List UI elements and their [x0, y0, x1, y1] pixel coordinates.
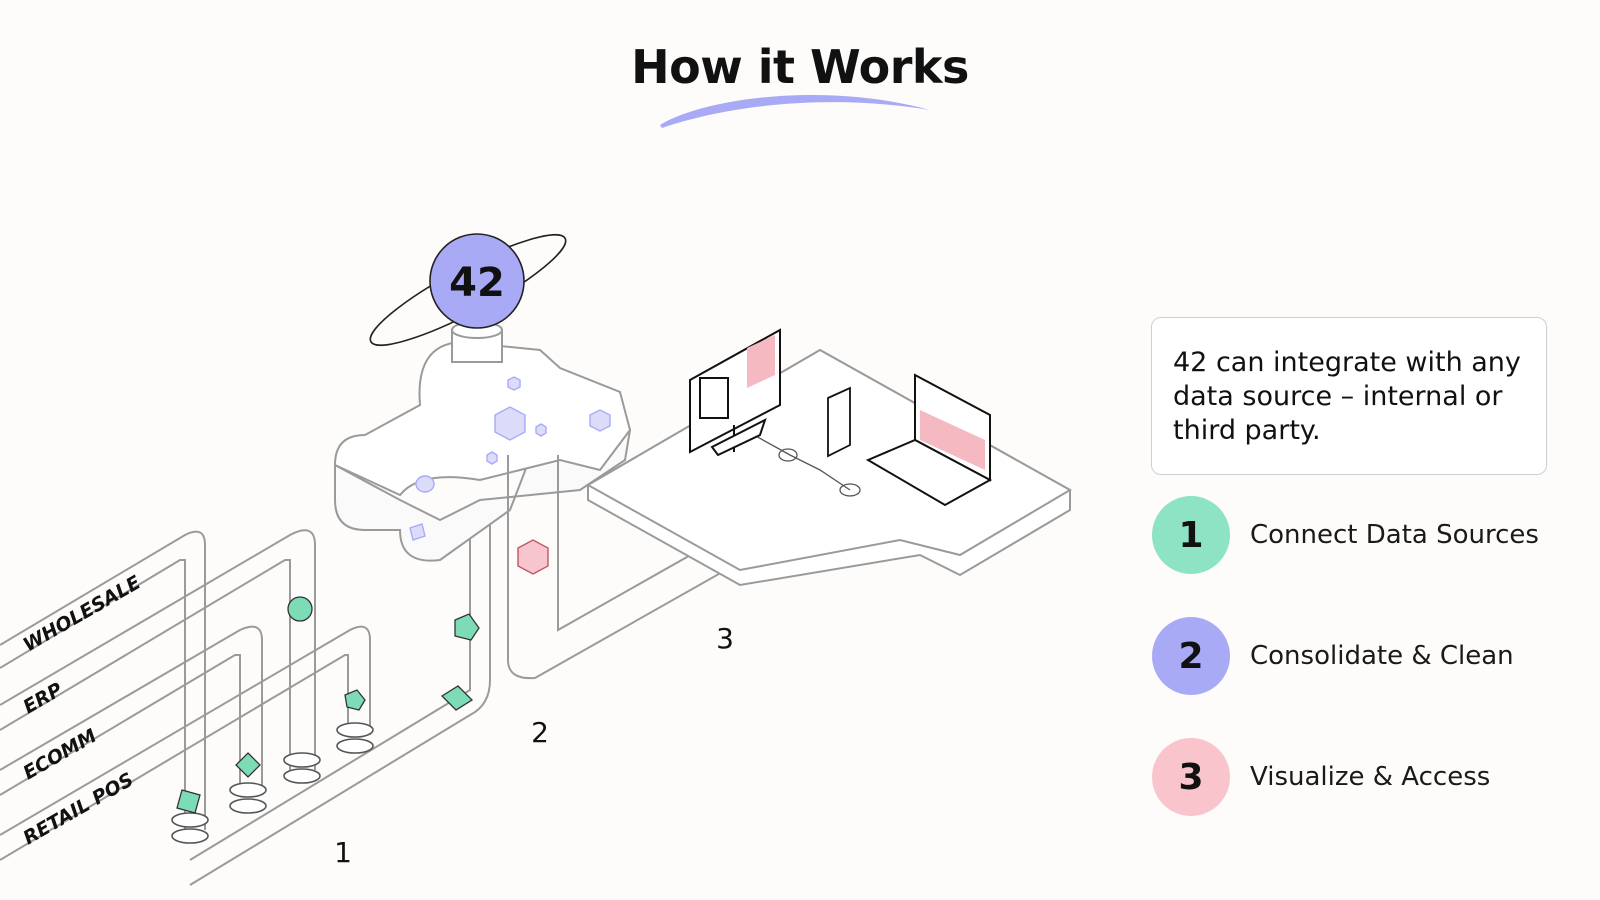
step-label: Connect Data Sources [1250, 520, 1539, 550]
phone-icon [827, 386, 851, 458]
title-underline [660, 94, 930, 128]
info-callout: 42 can integrate with any data source – … [1151, 317, 1547, 475]
step-number-badge: 2 [1152, 617, 1230, 695]
pipe-flanges [171, 722, 374, 844]
green-data-shapes [176, 596, 480, 814]
laptop-icon [865, 373, 993, 507]
platform-connectors [744, 429, 861, 497]
stage-number-3: 3 [716, 622, 734, 655]
page-title: How it Works [631, 40, 969, 94]
step-number-badge: 3 [1152, 738, 1230, 816]
hub-cubes [409, 376, 611, 541]
monitor-icon [689, 328, 781, 457]
source-label-retail-pos: RETAIL POS [20, 769, 138, 850]
step-label: Visualize & Access [1250, 762, 1491, 792]
stage-number-2: 2 [531, 716, 549, 749]
hub-logo-label: 42 [449, 260, 505, 306]
source-label-wholesale: WHOLESALE [20, 571, 145, 656]
source-label-erp: ERP [20, 678, 67, 718]
consolidate-hub [333, 321, 632, 562]
step-label: Consolidate & Clean [1250, 641, 1514, 671]
step-visualize-access: 3 Visualize & Access [1152, 738, 1490, 816]
source-label-ecomm: ECOMM [20, 725, 101, 785]
hub-logo-circle [429, 233, 525, 329]
step-consolidate-clean: 2 Consolidate & Clean [1152, 617, 1514, 695]
stage-number-1: 1 [334, 836, 352, 869]
visualize-platform [585, 348, 1073, 587]
step-connect-data-sources: 1 Connect Data Sources [1152, 496, 1539, 574]
source-pipes [0, 505, 491, 886]
step-number-badge: 1 [1152, 496, 1230, 574]
